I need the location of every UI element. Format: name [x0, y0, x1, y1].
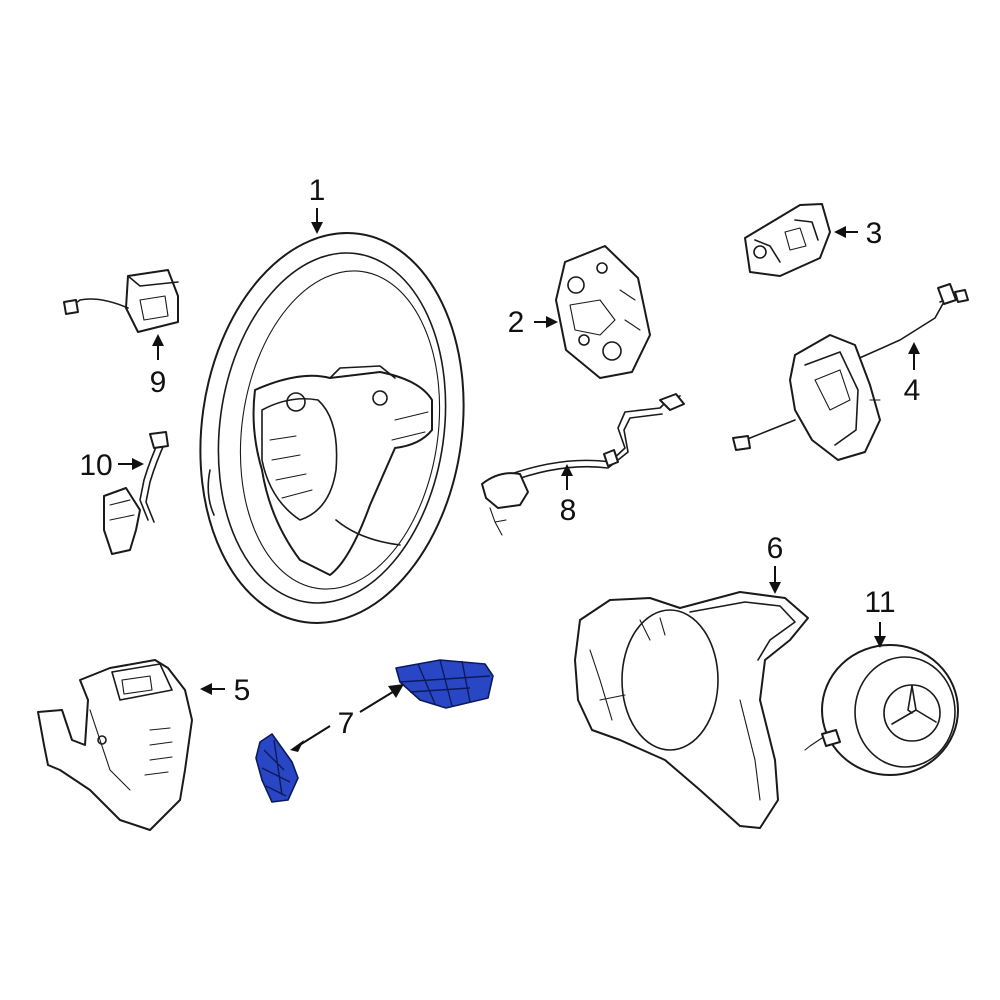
part-7-switch-panel-large[interactable] [395, 659, 494, 709]
callout-1[interactable]: 1 [309, 174, 326, 207]
part-5-column-cover[interactable] [37, 659, 193, 831]
part-11-airbag[interactable] [804, 644, 959, 776]
callout-10[interactable]: 10 [79, 449, 112, 482]
leader-11 [874, 622, 886, 648]
part-3-switch-module[interactable] [744, 203, 831, 277]
callout-2[interactable]: 2 [508, 306, 525, 339]
leader-9 [152, 334, 164, 360]
callout-3[interactable]: 3 [866, 217, 883, 250]
leader-1 [311, 208, 323, 234]
part-2-bracket[interactable] [555, 245, 651, 379]
leader-2 [534, 316, 558, 328]
callout-9[interactable]: 9 [150, 366, 167, 399]
leader-5 [200, 683, 225, 695]
part-6-trim-cover[interactable] [574, 591, 809, 829]
leader-6 [769, 566, 781, 594]
leader-10 [118, 458, 144, 470]
leader-7a [359, 684, 404, 713]
callout-4[interactable]: 4 [904, 374, 921, 407]
part-1-steering-wheel[interactable] [176, 216, 488, 640]
leader-4 [908, 342, 920, 370]
callout-6[interactable]: 6 [767, 532, 784, 565]
callout-8[interactable]: 8 [560, 494, 577, 527]
callout-7[interactable]: 7 [338, 707, 355, 740]
leader-7b [290, 725, 331, 752]
part-10-paddle-cable[interactable] [103, 431, 169, 555]
leader-8 [561, 464, 573, 490]
part-4-clock-spring[interactable] [732, 283, 969, 461]
callout-11[interactable]: 11 [864, 586, 895, 619]
callout-5[interactable]: 5 [234, 674, 251, 707]
part-7-switch-panel-small[interactable] [255, 733, 299, 803]
part-9-switch-assembly[interactable] [63, 269, 179, 333]
leader-3 [834, 226, 858, 238]
part-8-wiring-harness[interactable] [481, 393, 685, 536]
